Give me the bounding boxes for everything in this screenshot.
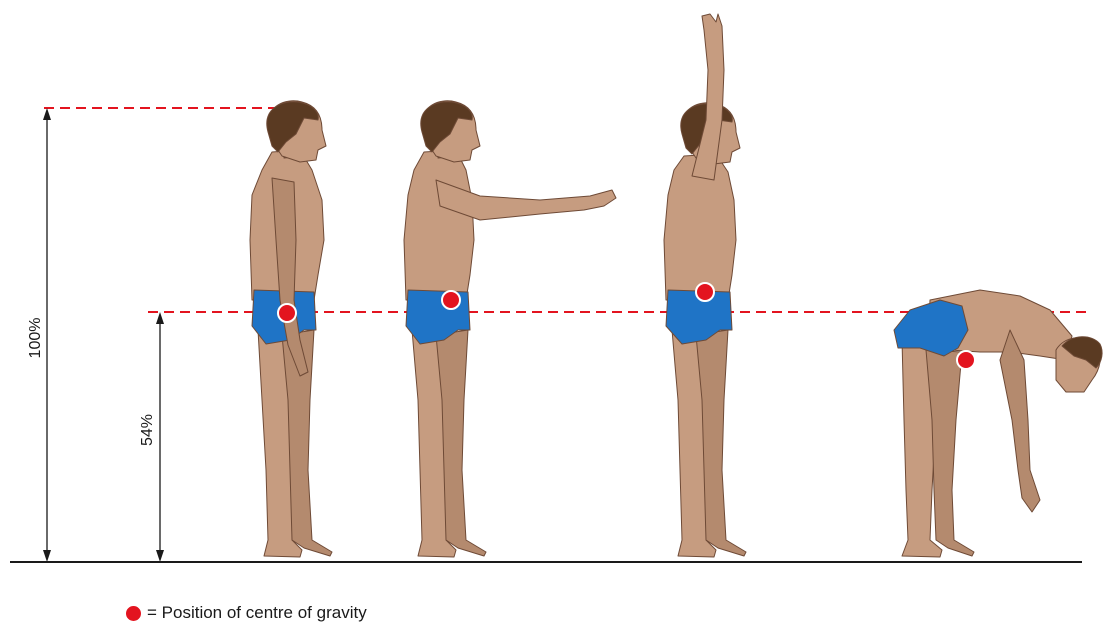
figure-bent-forward [894,290,1102,557]
cog-height-dimension-arrow [156,312,164,562]
cog-marker-figure-2 [442,291,460,309]
full-height-dimension-arrow [43,108,51,562]
cog-height-label: 54% [139,414,156,446]
red-dot-icon [126,606,141,621]
legend: = Position of centre of gravity [126,603,367,623]
legend-text: = Position of centre of gravity [147,603,367,623]
figure-standing-arms-down [250,101,332,557]
cog-marker-figure-4 [957,351,975,369]
cog-marker-figure-1 [278,304,296,322]
full-height-label: 100% [27,318,44,359]
figure-standing-arm-forward [404,101,616,557]
cog-marker-figure-3 [696,283,714,301]
